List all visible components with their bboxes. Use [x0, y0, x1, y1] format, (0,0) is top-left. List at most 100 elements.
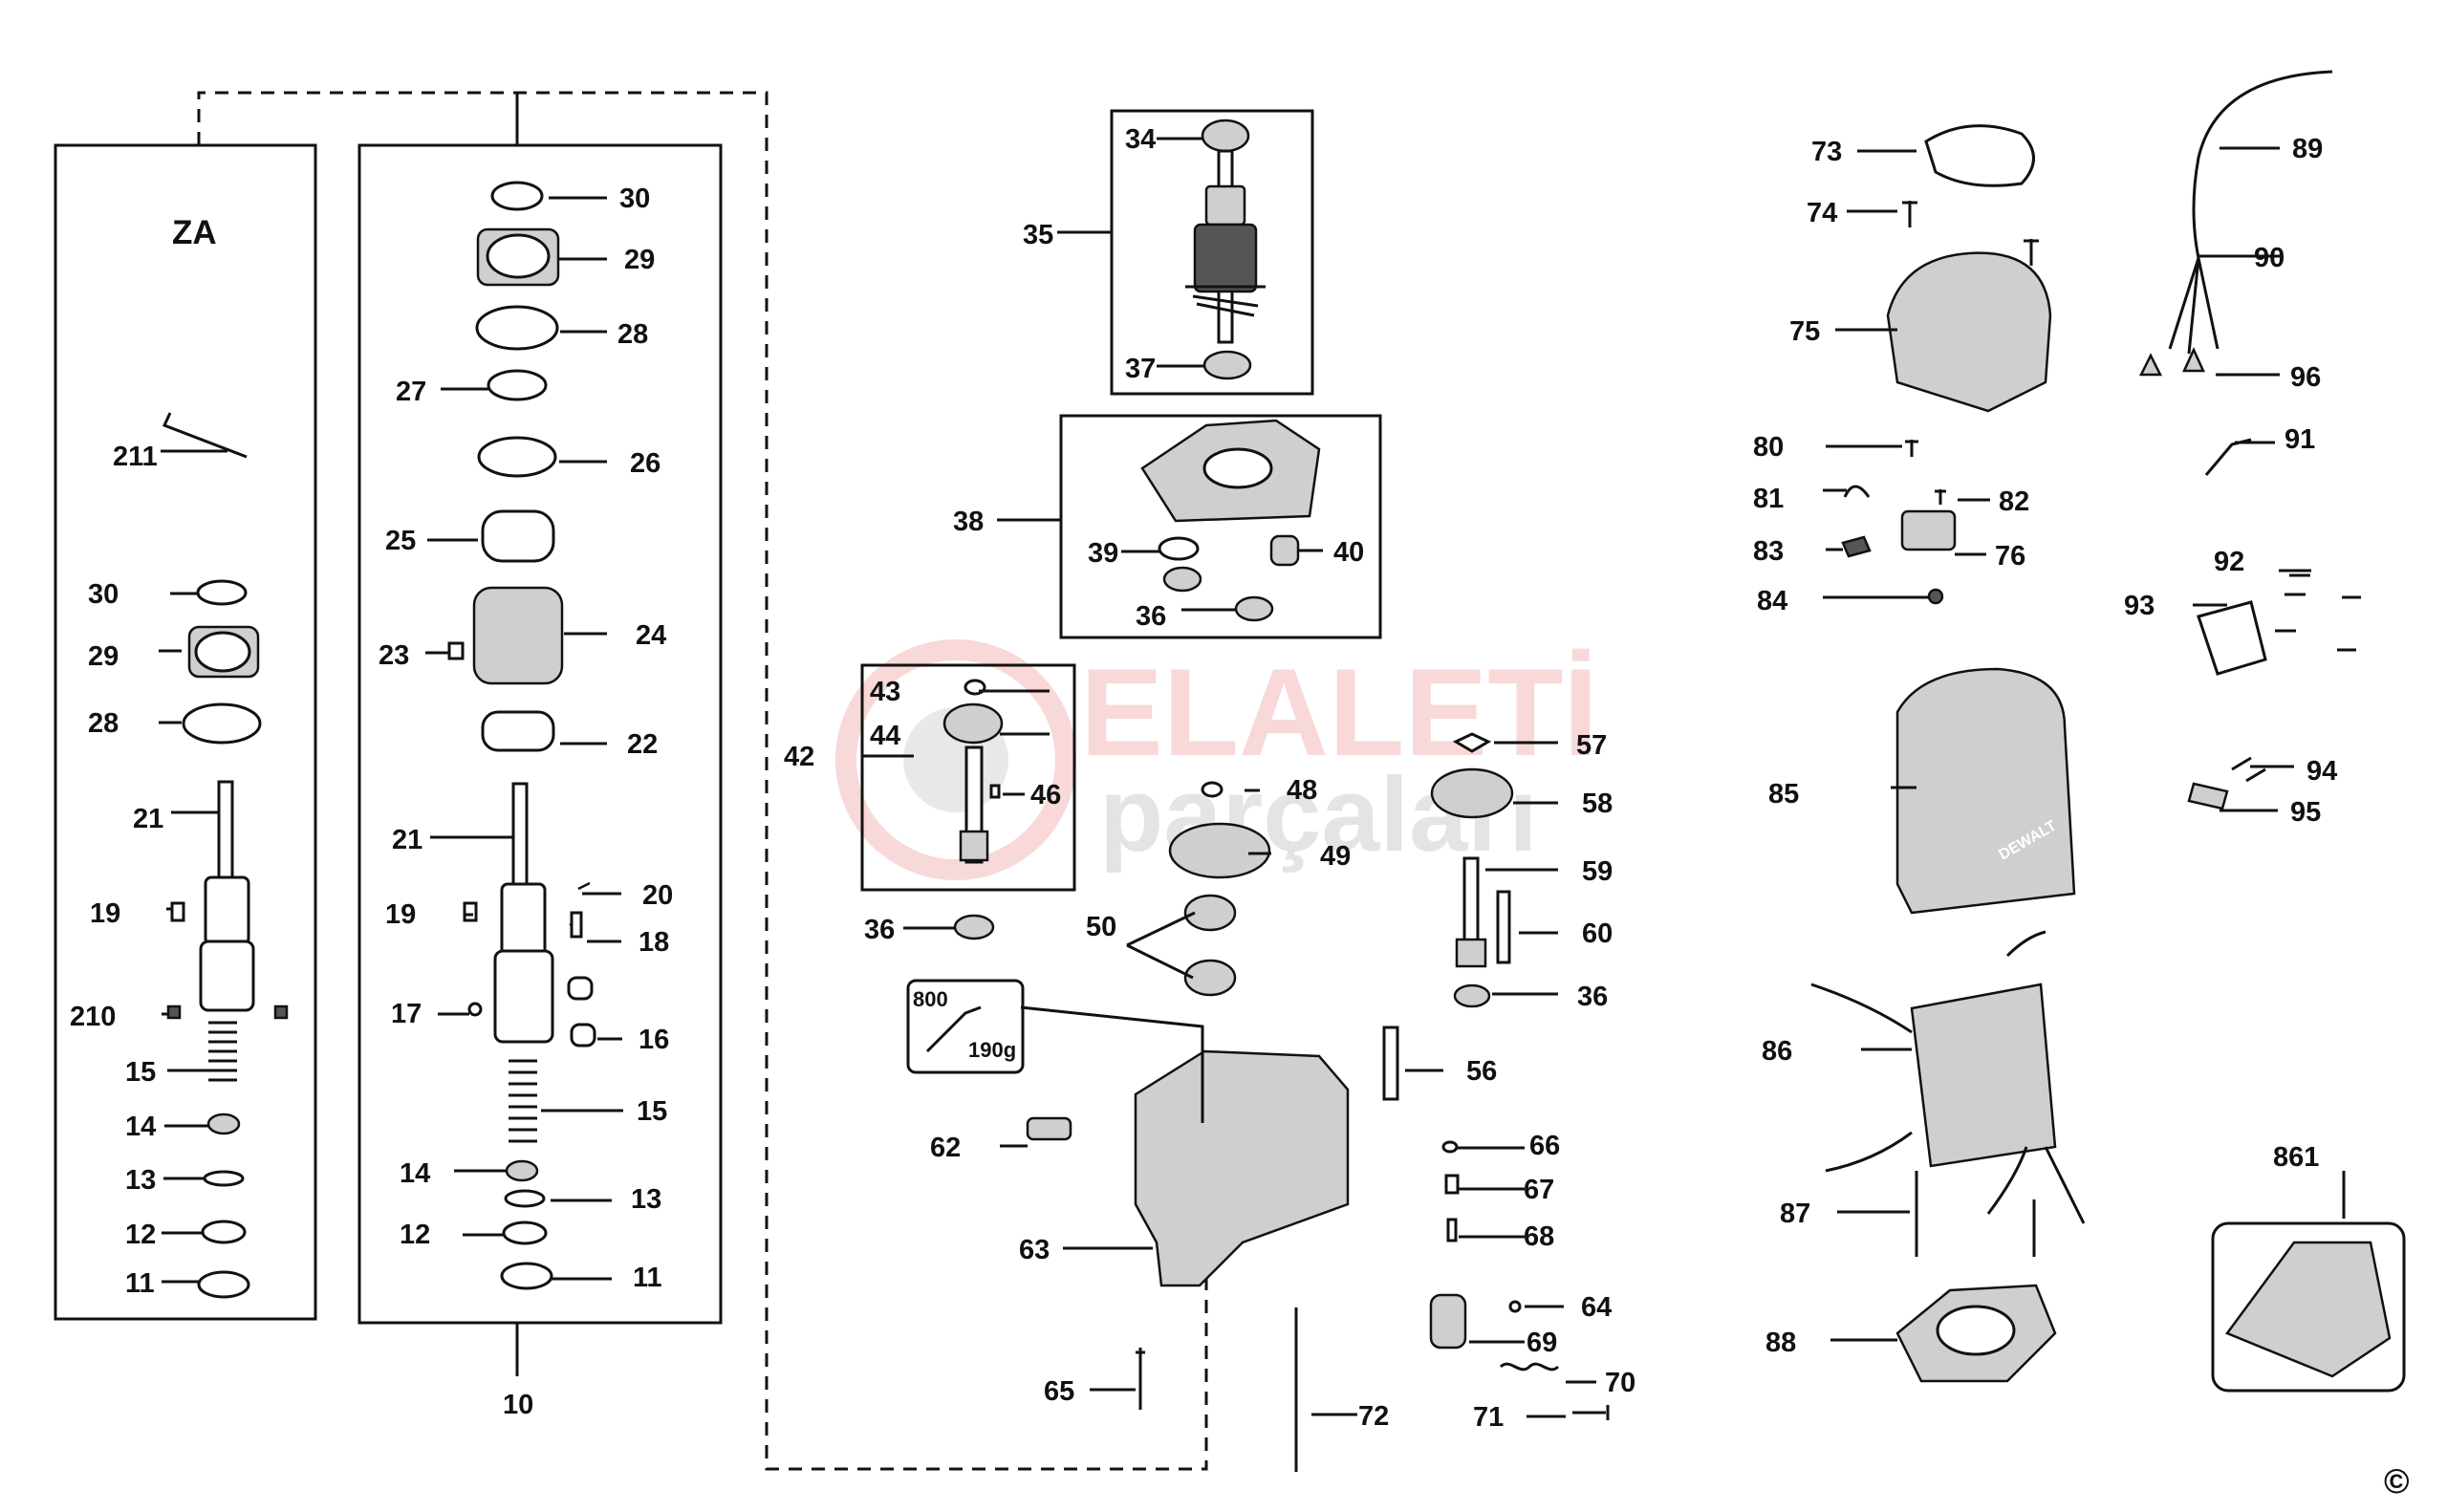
pinion-icon: [959, 830, 989, 862]
cable-cover-plate-icon: [2197, 600, 2267, 676]
part-label-12: 12: [400, 1220, 430, 1250]
motor-parts: DEWALT: [1810, 124, 2086, 1383]
screw-icon: [1572, 1405, 1610, 1420]
part-label-15a: 15: [125, 1057, 156, 1088]
clutch-drum-icon: [472, 586, 564, 685]
part-label-75: 75: [1789, 316, 1820, 347]
part-label-93: 93: [2124, 591, 2155, 621]
part-label-49: 49: [1320, 841, 1351, 872]
center-parts: [925, 119, 1350, 1472]
grub-screw-icon: [166, 1004, 182, 1020]
part-label-84: 84: [1757, 586, 1787, 616]
circlip-icon: [490, 181, 544, 211]
part-label-94: 94: [2306, 756, 2337, 787]
part-label-67: 67: [1524, 1175, 1554, 1205]
pin-icon: [1496, 890, 1511, 964]
part-label-72: 72: [1358, 1401, 1389, 1432]
ring-icon: [477, 436, 557, 478]
baffle-ring-icon: [1936, 1305, 2016, 1356]
ball-icon: [1508, 1300, 1522, 1313]
seal-icon: [505, 1159, 539, 1182]
pinion-icon: [1455, 938, 1487, 968]
part-label-64: 64: [1581, 1292, 1612, 1323]
grease-tube-icon: [925, 1005, 982, 1053]
screw-icon: [2275, 573, 2361, 652]
part-label-11a: 11: [125, 1268, 155, 1299]
part-label-63: 63: [1019, 1235, 1050, 1265]
part-label-37: 37: [1125, 354, 1156, 384]
part-label-83: 83: [1753, 536, 1784, 567]
part-label-39: 39: [1088, 538, 1118, 569]
note-box-weight: 190g: [968, 1038, 1016, 1062]
pin-icon: [570, 911, 583, 939]
spring-icon: [1444, 1174, 1460, 1195]
part-label-86: 86: [1762, 1036, 1792, 1067]
bearing-icon: [1202, 350, 1252, 380]
part-label-17: 17: [391, 999, 422, 1029]
spring-icon: [208, 1021, 237, 1082]
part-label-56: 56: [1466, 1056, 1497, 1087]
clamp-icon: [2187, 782, 2229, 810]
switch-icon: [1900, 509, 1957, 551]
group-dashed-connector: [197, 91, 1208, 1471]
circlip-icon: [197, 1270, 250, 1299]
gear-icon: [1430, 767, 1514, 819]
part-label-28: 28: [617, 319, 648, 350]
gear-icon: [1168, 822, 1271, 879]
part-label-69: 69: [1527, 1328, 1557, 1358]
assembly-10-parts: [447, 181, 596, 1290]
part-label-13: 13: [631, 1184, 661, 1215]
part-label-74: 74: [1807, 198, 1837, 228]
screw-icon: [1902, 201, 1917, 227]
screw-icon: [1905, 440, 1918, 457]
o-ring-icon: [1201, 781, 1224, 798]
grub-screw-icon: [273, 1004, 289, 1020]
detent-icon: [570, 1023, 596, 1048]
fan-icon: [1185, 285, 1266, 317]
screw-icon: [1136, 1348, 1145, 1410]
armature-frame: [1110, 109, 1314, 396]
washer-icon: [502, 1220, 548, 1245]
bearing-icon: [1453, 983, 1491, 1008]
field-coil-icon: [1910, 983, 2057, 1168]
motor-cover-icon: [1886, 251, 2052, 413]
coil-wire-icon: [1810, 930, 2086, 1224]
part-label-210: 210: [70, 1002, 116, 1032]
grub-screw-icon: [447, 641, 465, 660]
retaining-ring-icon: [475, 305, 559, 351]
za-kit-frame: [54, 143, 317, 1321]
part-label-42: 42: [784, 742, 814, 772]
part-label-26: 26: [630, 448, 660, 479]
part-label-90: 90: [2254, 243, 2285, 273]
hex-key-icon: [162, 412, 248, 459]
part-label-40: 40: [1333, 537, 1364, 568]
part-label-12a: 12: [125, 1220, 156, 1250]
cable-clamp-icon: [2204, 438, 2252, 476]
sleeve-icon: [481, 509, 555, 563]
detent-icon: [567, 976, 594, 1001]
part-label-89: 89: [2292, 134, 2323, 164]
commutator-icon: [1204, 184, 1246, 227]
spindle-icon: [511, 782, 529, 898]
ball-icon: [467, 1002, 483, 1017]
spindle-head-icon: [493, 949, 554, 1044]
part-label-82: 82: [1999, 486, 2029, 517]
part-label-15: 15: [637, 1096, 667, 1127]
part-number-labels: ZA 211 30 29 28 21 19 210 15 14 13 12 11…: [70, 124, 2410, 1501]
seal-icon: [206, 1112, 241, 1135]
circlip-icon: [487, 369, 548, 401]
part-label-13a: 13: [125, 1165, 156, 1196]
part-label-65: 65: [1044, 1376, 1074, 1407]
part-label-71: 71: [1473, 1402, 1504, 1433]
part-label-36b: 36: [864, 915, 895, 945]
note-box-frame: [906, 979, 1025, 1074]
part-label-50: 50: [1086, 912, 1116, 942]
part-label-73: 73: [1811, 137, 1842, 167]
part-label-46: 46: [1030, 780, 1061, 810]
brush-holder-icon: [1841, 535, 1872, 558]
washer-icon: [201, 1220, 247, 1244]
gearbox-housing-icon: [1134, 1049, 1350, 1287]
bearing-icon: [1183, 959, 1237, 997]
